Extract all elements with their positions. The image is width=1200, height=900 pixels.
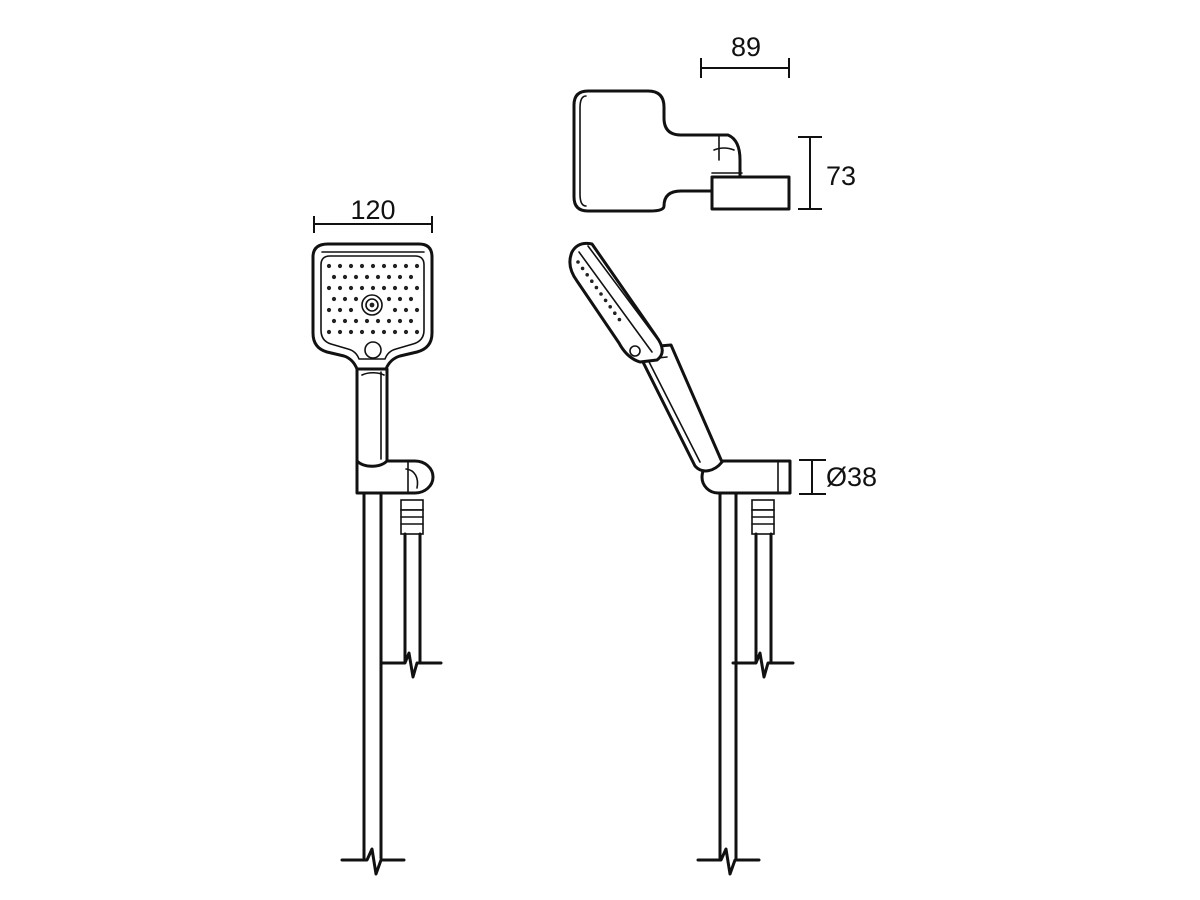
nozzle — [408, 318, 414, 324]
nozzle — [359, 329, 365, 335]
nozzle — [386, 274, 392, 280]
top-bracket-outline — [572, 89, 791, 213]
side-nozzle — [576, 260, 580, 264]
nozzle — [381, 285, 387, 291]
nozzle — [397, 318, 403, 324]
side-view: Ø38 — [568, 241, 877, 876]
side-nozzle — [585, 273, 589, 277]
side-shower-head — [568, 241, 664, 364]
nozzle — [342, 274, 348, 280]
dimension-bracket-height: 73 — [798, 136, 856, 210]
nozzle — [337, 307, 343, 313]
nozzle — [331, 318, 337, 324]
nozzle — [392, 285, 398, 291]
nozzle — [348, 307, 354, 313]
top-view: 89 73 — [572, 32, 856, 213]
nozzle — [326, 329, 332, 335]
nozzle — [392, 329, 398, 335]
nozzle — [370, 285, 376, 291]
side-nozzle-row — [576, 260, 622, 322]
side-nozzle — [594, 285, 599, 290]
nozzle — [337, 329, 343, 335]
nozzle — [403, 329, 409, 335]
nozzle — [381, 263, 387, 269]
nozzle — [392, 263, 398, 269]
nozzle — [348, 263, 354, 269]
nozzle — [326, 285, 332, 291]
side-hose-connector — [731, 499, 795, 679]
nozzle — [337, 263, 343, 269]
nozzle — [364, 318, 370, 324]
nozzle — [408, 274, 414, 280]
front-shower-head — [311, 242, 434, 371]
nozzle — [414, 263, 420, 269]
nozzle — [364, 274, 370, 280]
front-hose — [340, 490, 406, 876]
nozzle — [331, 296, 337, 302]
side-nozzle — [603, 298, 608, 303]
nozzle — [353, 274, 359, 280]
nozzle — [403, 285, 409, 291]
side-nozzle — [617, 317, 622, 322]
nozzle — [348, 329, 354, 335]
nozzle — [403, 307, 409, 313]
side-nozzle — [599, 292, 603, 296]
dimension-label-hose-diameter: Ø38 — [826, 462, 877, 492]
dimension-head-width: 120 — [313, 195, 433, 233]
nozzle — [392, 307, 398, 313]
front-handle — [355, 367, 389, 468]
side-nozzle — [608, 305, 612, 309]
nozzle — [326, 307, 332, 313]
nozzle — [342, 318, 348, 324]
nozzle — [403, 263, 409, 269]
nozzle — [353, 318, 359, 324]
dimension-label-head-width: 120 — [350, 195, 395, 225]
nozzle — [359, 263, 365, 269]
side-nozzle — [613, 311, 617, 316]
dimension-hose-diameter: Ø38 — [799, 459, 877, 495]
nozzle — [331, 274, 337, 280]
spray-nozzles — [326, 263, 420, 335]
front-wall-bracket — [355, 459, 435, 495]
front-hose-connector — [380, 499, 443, 679]
nozzle — [348, 285, 354, 291]
nozzle — [414, 329, 420, 335]
nozzle — [370, 329, 376, 335]
dimension-bracket-depth: 89 — [700, 32, 790, 78]
front-view: 120 — [311, 195, 443, 876]
nozzle — [414, 285, 420, 291]
dimension-label-bracket-depth: 89 — [731, 32, 761, 62]
side-hose — [696, 490, 761, 876]
side-handle — [634, 343, 724, 473]
nozzle — [326, 263, 332, 269]
nozzle — [375, 318, 381, 324]
nozzle — [386, 318, 392, 324]
nozzle — [386, 296, 392, 302]
nozzle — [342, 296, 348, 302]
nozzle — [408, 296, 414, 302]
side-nozzle — [580, 266, 585, 271]
nozzle — [397, 274, 403, 280]
nozzle — [381, 329, 387, 335]
nozzle — [353, 296, 359, 302]
side-nozzle — [590, 279, 594, 284]
dimension-label-bracket-height: 73 — [826, 161, 856, 191]
nozzle — [370, 263, 376, 269]
nozzle — [414, 307, 420, 313]
nozzle — [375, 274, 381, 280]
nozzle — [337, 285, 343, 291]
nozzle — [359, 285, 365, 291]
nozzle — [397, 296, 403, 302]
